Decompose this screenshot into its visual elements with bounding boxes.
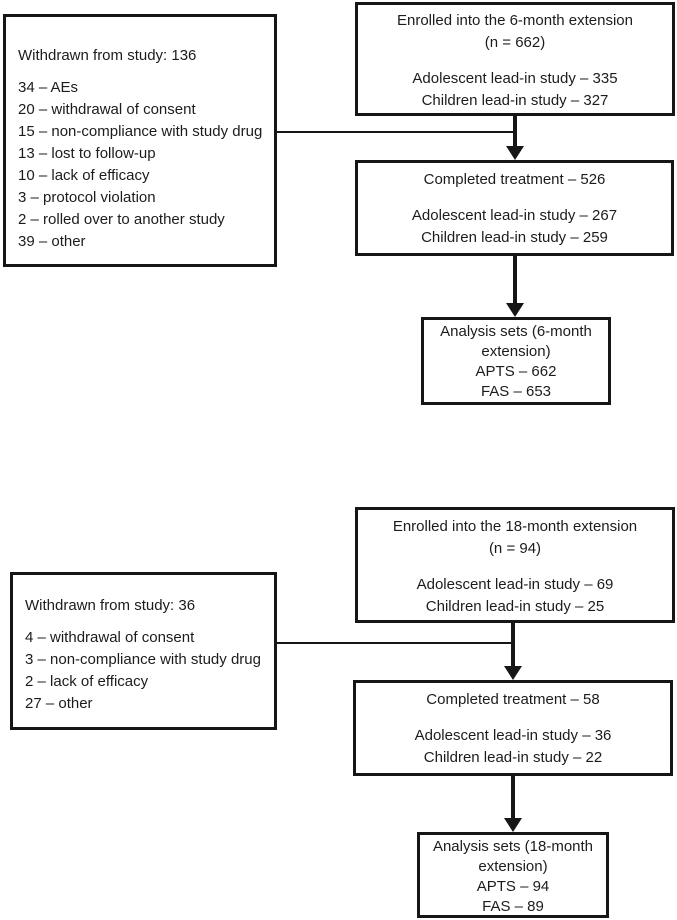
spacer <box>358 560 672 574</box>
leadin-line-adolescent: Adolescent lead-in study – 36 <box>414 727 612 744</box>
analysis-box-6month: Analysis sets (6-month extension) APTS –… <box>421 317 611 405</box>
analysis-line-apts: APTS – 662 <box>475 363 557 380</box>
withdrawn-item: 27 – other <box>25 695 93 712</box>
enrolled-title: Enrolled into the 6-month extension <box>397 12 633 29</box>
withdrawn-item: 3 – non-compliance with study drug <box>25 651 261 668</box>
withdrawn-item: 20 – withdrawal of consent <box>18 101 196 118</box>
leadin-line-adolescent: Adolescent lead-in study – 69 <box>416 576 614 593</box>
leadin-line-children: Children lead-in study – 259 <box>421 229 608 246</box>
completed-box-18month: Completed treatment – 58 Adolescent lead… <box>353 680 673 776</box>
leadin-line-children: Children lead-in study – 327 <box>421 92 609 109</box>
enrolled-n: (n = 94) <box>488 540 542 557</box>
analysis-line-apts: APTS – 94 <box>476 878 550 895</box>
withdrawn-item: 13 – lost to follow-up <box>18 145 156 162</box>
leadin-line-children: Children lead-in study – 25 <box>425 598 605 615</box>
withdrawn-item: 4 – withdrawal of consent <box>25 629 195 646</box>
withdrawn-item: 10 – lack of efficacy <box>18 167 150 184</box>
analysis-line-fas: FAS – 89 <box>482 898 544 915</box>
spacer <box>358 191 671 205</box>
arrow-down-icon <box>506 146 524 160</box>
withdrawn-item: 3 – protocol violation <box>18 189 156 206</box>
withdrawn-box-18month: Withdrawn from study: 36 4 – withdrawal … <box>10 572 277 730</box>
leadin-line-adolescent: Adolescent lead-in study – 267 <box>411 207 618 224</box>
arrow-down-icon <box>504 818 522 832</box>
connector-vertical <box>511 776 515 818</box>
completed-box-6month: Completed treatment – 526 Adolescent lea… <box>355 160 674 256</box>
connector-horizontal <box>277 642 515 644</box>
leadin-line-adolescent: Adolescent lead-in study – 335 <box>412 70 618 87</box>
withdrawn-title: Withdrawn from study: 36 <box>25 597 196 614</box>
spacer <box>358 54 672 68</box>
withdrawn-item: 15 – non-compliance with study drug <box>18 123 263 140</box>
withdrawn-title: Withdrawn from study: 136 <box>18 47 197 64</box>
completed-title: Completed treatment – 526 <box>423 171 606 188</box>
enrolled-box-18month: Enrolled into the 18-month extension (n … <box>355 507 675 623</box>
spacer <box>356 711 670 725</box>
connector-vertical <box>511 623 515 666</box>
leadin-line-children: Children lead-in study – 22 <box>423 749 603 766</box>
connector-horizontal <box>277 131 517 133</box>
enrolled-n: (n = 662) <box>484 34 546 51</box>
withdrawn-item: 2 – rolled over to another study <box>18 211 225 228</box>
arrow-down-icon <box>506 303 524 317</box>
withdrawn-box-6month: Withdrawn from study: 136 34 – AEs 20 – … <box>3 14 277 267</box>
connector-vertical <box>513 256 517 303</box>
analysis-box-18month: Analysis sets (18-month extension) APTS … <box>417 832 609 918</box>
analysis-title: Analysis sets (6-month extension) <box>440 323 592 360</box>
arrow-down-icon <box>504 666 522 680</box>
completed-title: Completed treatment – 58 <box>426 691 600 708</box>
enrolled-box-6month: Enrolled into the 6-month extension (n =… <box>355 2 675 116</box>
enrolled-title: Enrolled into the 18-month extension <box>392 518 638 535</box>
withdrawn-item: 2 – lack of efficacy <box>25 673 149 690</box>
analysis-title: Analysis sets (18-month extension) <box>432 838 594 875</box>
withdrawn-item: 39 – other <box>18 233 86 250</box>
analysis-line-fas: FAS – 653 <box>480 383 552 400</box>
withdrawn-item: 34 – AEs <box>18 79 79 96</box>
